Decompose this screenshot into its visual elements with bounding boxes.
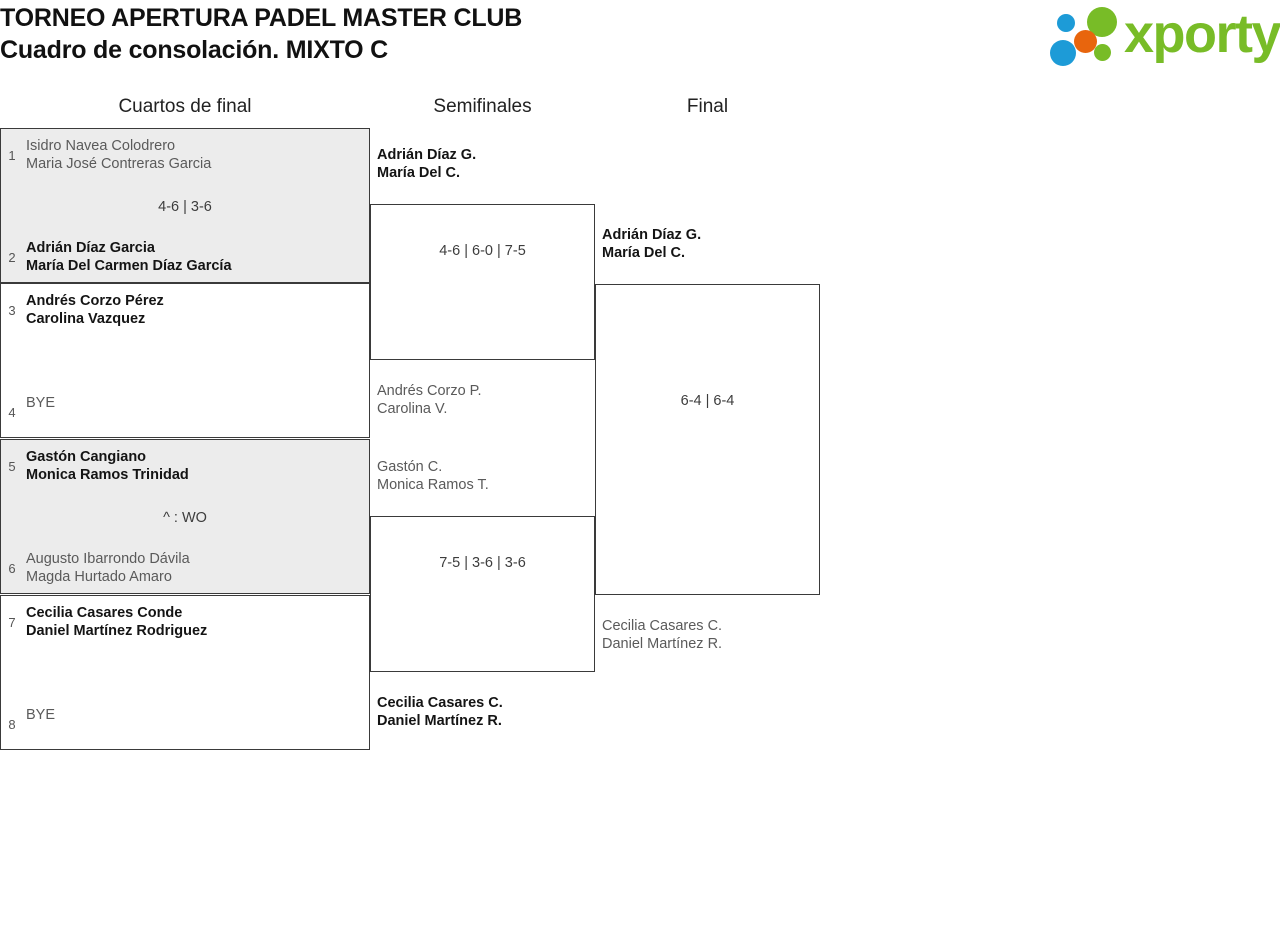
logo-dots-icon	[1050, 7, 1124, 66]
seed-number: 6	[8, 561, 16, 576]
team-top[interactable]: Isidro Navea Colodrero Maria José Contre…	[0, 137, 370, 173]
player-name-1: Adrián Díaz G.	[377, 147, 477, 163]
player-name-1: Isidro Navea Colodrero	[26, 138, 176, 154]
seed-number: 2	[8, 250, 16, 265]
match-box	[595, 284, 820, 595]
xporty-logo[interactable]: xporty	[1050, 4, 1280, 67]
player-name-2: Maria José Contreras Garcia	[26, 156, 212, 172]
team-bottom[interactable]: Adrián Díaz Garcia María Del Carmen Díaz…	[0, 239, 370, 275]
team-top[interactable]: Adrián Díaz G. María Del C.	[595, 226, 820, 262]
player-name-2: Carolina Vazquez	[26, 311, 146, 327]
match-box	[0, 283, 370, 438]
player-name-1: BYE	[26, 395, 56, 411]
match-box	[370, 204, 595, 360]
player-name-1: Augusto Ibarrondo Dávila	[26, 551, 190, 567]
seed-number: 5	[8, 459, 16, 474]
page-title: TORNEO APERTURA PADEL MASTER CLUB Cuadro…	[0, 2, 522, 66]
player-name-1: Cecilia Casares C.	[377, 695, 503, 711]
logo-dot-blue-small	[1057, 14, 1075, 32]
team-bottom[interactable]: BYE	[0, 706, 370, 724]
player-name-1: BYE	[26, 707, 56, 723]
match-score: ^ : WO	[163, 510, 207, 526]
player-name-2: Daniel Martínez R.	[377, 713, 502, 729]
team-bottom[interactable]: Augusto Ibarrondo Dávila Magda Hurtado A…	[0, 550, 370, 586]
round-header-quarterfinals: Cuartos de final	[118, 96, 252, 117]
team-bottom[interactable]: Cecilia Casares C. Daniel Martínez R.	[370, 694, 595, 730]
player-name-1: Gastón C.	[377, 459, 443, 475]
player-name-1: Cecilia Casares Conde	[26, 605, 183, 621]
player-name-2: Carolina V.	[377, 401, 448, 417]
match-box	[0, 439, 370, 594]
player-name-1: Cecilia Casares C.	[602, 618, 723, 634]
match-score: 4-6 | 6-0 | 7-5	[439, 243, 526, 259]
player-name-2: Monica Ramos Trinidad	[26, 467, 189, 483]
team-bottom[interactable]: Andrés Corzo P. Carolina V.	[370, 382, 595, 418]
player-name-1: Andrés Corzo P.	[377, 383, 482, 399]
match-r3-1[interactable]: Adrián Díaz G. María Del C. 6-4 | 6-4 Ce…	[595, 227, 820, 652]
player-name-1: Adrián Díaz G.	[602, 227, 702, 243]
match-r2-2[interactable]: Gastón C. Monica Ramos T. 7-5 | 3-6 | 3-…	[370, 459, 595, 729]
player-name-2: Daniel Martínez Rodriguez	[26, 623, 208, 639]
seed-number: 1	[8, 148, 16, 163]
team-bottom[interactable]: Cecilia Casares C. Daniel Martínez R.	[595, 617, 820, 653]
logo-dot-green-small	[1094, 44, 1111, 61]
match-r1-3[interactable]: 5 Gastón Cangiano Monica Ramos Trinidad …	[0, 439, 370, 594]
match-box	[370, 516, 595, 672]
team-top[interactable]: Cecilia Casares Conde Daniel Martínez Ro…	[0, 604, 370, 640]
team-top[interactable]: Gastón Cangiano Monica Ramos Trinidad	[0, 448, 370, 484]
seed-number: 3	[8, 303, 16, 318]
player-name-2: Magda Hurtado Amaro	[26, 569, 172, 585]
match-r1-4[interactable]: 7 Cecilia Casares Conde Daniel Martínez …	[0, 595, 370, 750]
player-name-2: Monica Ramos T.	[377, 477, 489, 493]
seed-number: 8	[8, 717, 16, 732]
match-r1-1[interactable]: 1 Isidro Navea Colodrero Maria José Cont…	[0, 128, 370, 283]
match-r2-1[interactable]: Adrián Díaz G. María Del C. 4-6 | 6-0 | …	[370, 147, 595, 417]
player-name-2: María Del C.	[377, 165, 460, 181]
player-name-1: Adrián Díaz Garcia	[26, 240, 155, 256]
player-name-1: Gastón Cangiano	[26, 449, 147, 465]
match-box	[0, 595, 370, 750]
team-top[interactable]: Adrián Díaz G. María Del C.	[370, 146, 595, 182]
player-name-1: Andrés Corzo Pérez	[26, 293, 164, 309]
team-top[interactable]: Andrés Corzo Pérez Carolina Vazquez	[0, 292, 370, 328]
player-name-2: Daniel Martínez R.	[602, 636, 723, 652]
logo-dot-orange	[1074, 30, 1097, 53]
round-header-final: Final	[686, 96, 729, 117]
player-name-2: María Del C.	[602, 245, 685, 261]
bracket-subtitle: Cuadro de consolación. MIXTO C	[0, 36, 389, 64]
match-r1-2[interactable]: 3 Andrés Corzo Pérez Carolina Vazquez 4 …	[0, 283, 370, 438]
round-header-semifinals: Semifinales	[433, 96, 532, 117]
page-header: TORNEO APERTURA PADEL MASTER CLUB Cuadro…	[0, 0, 1280, 72]
seed-number: 4	[8, 405, 16, 420]
match-score: 6-4 | 6-4	[680, 393, 735, 409]
logo-wordmark: xporty	[1124, 4, 1280, 64]
match-score: 4-6 | 3-6	[158, 199, 212, 215]
team-bottom[interactable]: BYE	[0, 394, 370, 412]
logo-dot-blue-large	[1050, 40, 1076, 66]
player-name-2: María Del Carmen Díaz García	[26, 258, 232, 274]
seed-number: 7	[8, 615, 16, 630]
team-top[interactable]: Gastón C. Monica Ramos T.	[370, 458, 595, 494]
match-box	[0, 128, 370, 283]
tournament-name: TORNEO APERTURA PADEL MASTER CLUB	[0, 4, 523, 32]
match-score: 7-5 | 3-6 | 3-6	[439, 555, 526, 571]
